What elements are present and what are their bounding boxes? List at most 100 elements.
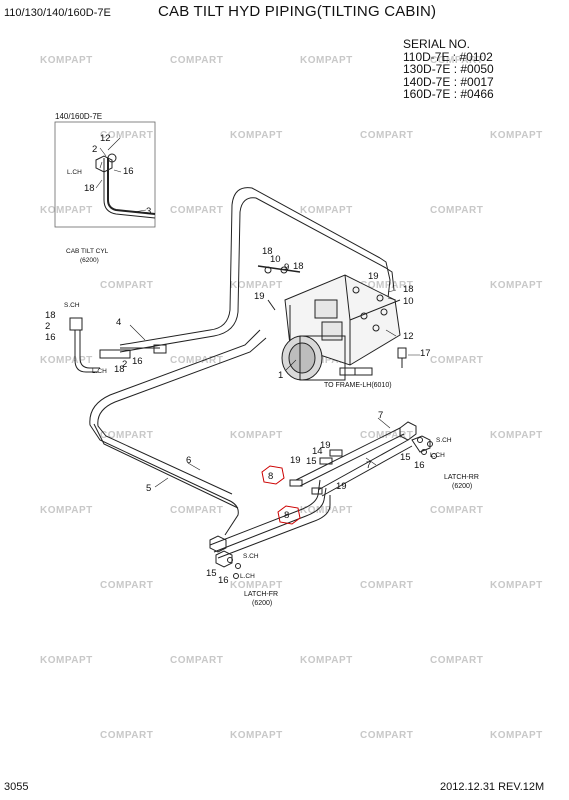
- callout: 16: [414, 460, 425, 471]
- latch-fr-label: LATCH-FR: [244, 591, 279, 598]
- callout: 19: [254, 291, 265, 302]
- watermark-text: KOMPAPT: [230, 430, 283, 441]
- watermark-text: KOMPAPT: [40, 655, 93, 666]
- watermark-text: COMPART: [170, 655, 224, 666]
- watermark-text: COMPART: [360, 280, 414, 291]
- inset-label: 140/160D-7E: [55, 112, 103, 121]
- watermark-text: KOMPAPT: [490, 130, 543, 141]
- page-number: 3055: [4, 781, 29, 793]
- callout: 12: [403, 331, 414, 342]
- callout: 4: [116, 317, 122, 328]
- watermark-text: COMPART: [430, 355, 484, 366]
- part-8-highlight: [261, 465, 285, 485]
- callout: 16: [45, 332, 56, 343]
- callout: 8: [284, 510, 290, 521]
- to-frame-label: TO FRAME-LH(6010): [324, 382, 392, 389]
- watermark-text: COMPART: [360, 730, 414, 741]
- watermark-text: KOMPAPT: [40, 505, 93, 516]
- callout: 2: [122, 359, 128, 370]
- callout: 18: [403, 284, 414, 295]
- callout: 9: [284, 262, 290, 273]
- watermark-text: KOMPAPT: [300, 655, 353, 666]
- cab-tilt-cyl-code: (6200): [80, 257, 99, 264]
- watermark-text: COMPART: [100, 430, 154, 441]
- watermark-text: KOMPAPT: [300, 205, 353, 216]
- callout: 18: [114, 364, 125, 375]
- watermark-text: KOMPAPT: [40, 355, 93, 366]
- watermark-text: KOMPAPT: [490, 580, 543, 591]
- callout: 15: [306, 456, 317, 467]
- callout: 6: [186, 455, 192, 466]
- watermark-text: KOMPAPT: [490, 280, 543, 291]
- callout: 15: [206, 568, 217, 579]
- callout: 18: [293, 261, 304, 272]
- cab-tilt-cyl-fitting: [69, 317, 83, 331]
- inset-fitting: [95, 155, 113, 173]
- lch-label: L.CH: [240, 573, 255, 580]
- serial-row: 140D-7E : #0017: [403, 74, 494, 89]
- watermark-text: KOMPAPT: [230, 130, 283, 141]
- callout: 1: [278, 370, 284, 381]
- model-label: 110/130/140/160D-7E: [4, 7, 111, 19]
- watermark-text: COMPART: [430, 505, 484, 516]
- pipe-upper-b: [119, 197, 387, 353]
- callout: 10: [403, 296, 414, 307]
- sch-label: S.CH: [243, 553, 259, 560]
- latch-fr-code: (6200): [252, 600, 273, 607]
- watermark-text: KOMPAPT: [490, 730, 543, 741]
- callout: 19: [290, 455, 301, 466]
- pipe-6: [97, 337, 267, 495]
- pipe-5: [89, 329, 261, 536]
- watermark-text: COMPART: [360, 130, 414, 141]
- watermark-text: COMPART: [100, 130, 154, 141]
- callout: 12: [100, 133, 111, 144]
- watermark-text: KOMPAPT: [40, 55, 93, 66]
- inset-pipe: [107, 158, 156, 215]
- watermark-text: KOMPAPT: [300, 505, 353, 516]
- watermark-text: COMPART: [430, 655, 484, 666]
- watermark-text: KOMPAPT: [230, 730, 283, 741]
- callout: 3: [146, 206, 152, 217]
- callout: 18: [84, 183, 95, 194]
- callout: 7: [378, 410, 384, 421]
- revision-date: 2012.12.31 REV.12M: [440, 781, 545, 793]
- lch-label: L.CH: [430, 452, 445, 459]
- sch-label: S.CH: [64, 302, 80, 309]
- callout: 19: [336, 481, 347, 492]
- watermark-text: COMPART: [170, 355, 224, 366]
- callout: 5: [146, 483, 152, 494]
- pipe-7b: [299, 433, 405, 487]
- serial-row: 130D-7E : #0050: [403, 62, 494, 76]
- watermark-text: KOMPAPT: [230, 280, 283, 291]
- pipe-lower-a: [209, 479, 321, 546]
- callout: 18: [45, 310, 56, 321]
- serial-row: 110D-7E : #0102: [403, 49, 493, 64]
- watermark-text: COMPART: [430, 55, 484, 66]
- serial-heading: SERIAL NO.: [403, 37, 470, 51]
- watermark-text: COMPART: [100, 730, 154, 741]
- watermark-text: COMPART: [360, 430, 414, 441]
- watermark-text: COMPART: [360, 580, 414, 591]
- watermark-text: KOMPAPT: [300, 55, 353, 66]
- serial-row: 160D-7E : #0466: [403, 87, 494, 101]
- latch-fr-fitting: [209, 535, 227, 553]
- callout: 17: [420, 348, 431, 359]
- callout: 2: [92, 144, 98, 155]
- watermark-text: KOMPAPT: [490, 430, 543, 441]
- callout: 10: [270, 254, 281, 265]
- inset-frame: [54, 121, 156, 228]
- lch-label: L.CH: [67, 169, 82, 176]
- latch-rr-fitting: [399, 421, 417, 441]
- watermark-text: KOMPAPT: [40, 205, 93, 216]
- watermark-text: KOMPAPT: [230, 580, 283, 591]
- pipe-upper-a: [119, 187, 381, 346]
- callout: 19: [320, 440, 331, 451]
- watermark-text: COMPART: [170, 205, 224, 216]
- callout: 7: [366, 460, 372, 471]
- watermark-text: COMPART: [100, 580, 154, 591]
- callout: 15: [400, 452, 411, 463]
- cab-tilt-cyl-label: CAB TILT CYL: [66, 248, 109, 255]
- serial-number-block: SERIAL NO. 110D-7E : #0102 130D-7E : #00…: [403, 38, 494, 101]
- sch-label: S.CH: [436, 437, 452, 444]
